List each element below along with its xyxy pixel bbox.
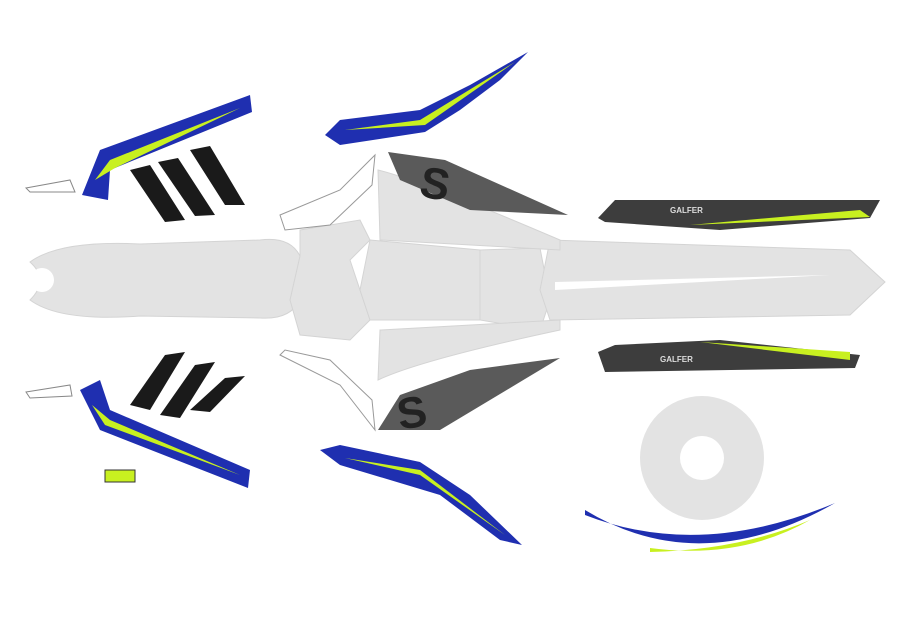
swingarm-decal-lower xyxy=(320,445,522,545)
sprocket-disc-decal xyxy=(640,396,764,520)
center-panel-decal xyxy=(479,247,551,331)
lower-shroud-template xyxy=(377,319,561,381)
fork-stripes-lower xyxy=(130,352,245,418)
svg-text:GALFER: GALFER xyxy=(670,206,703,215)
rim-stripe-decal xyxy=(585,503,835,552)
swingarm-decal-upper xyxy=(325,52,528,145)
fender-stripe xyxy=(555,275,830,290)
fork-guard-upper xyxy=(279,153,376,231)
fork-guard-lower xyxy=(279,349,376,432)
shroud-decal-lower: S xyxy=(378,358,560,440)
tank-top-decal xyxy=(359,239,481,321)
side-cover-decal xyxy=(289,219,371,341)
side-panel-decal-lower: GALFER xyxy=(598,340,860,372)
fender-hole xyxy=(30,268,54,292)
side-panel-decal-upper: GALFER xyxy=(598,200,880,230)
rear-fender-decal xyxy=(29,238,301,319)
svg-text:GALFER: GALFER xyxy=(660,355,693,364)
blue-shroud-upper-left xyxy=(24,95,252,200)
blue-shroud-lower-left xyxy=(25,380,250,488)
small-badge-decal xyxy=(104,469,136,483)
shroud-decal-upper: S xyxy=(388,152,568,215)
fork-stripes-upper xyxy=(130,146,245,222)
